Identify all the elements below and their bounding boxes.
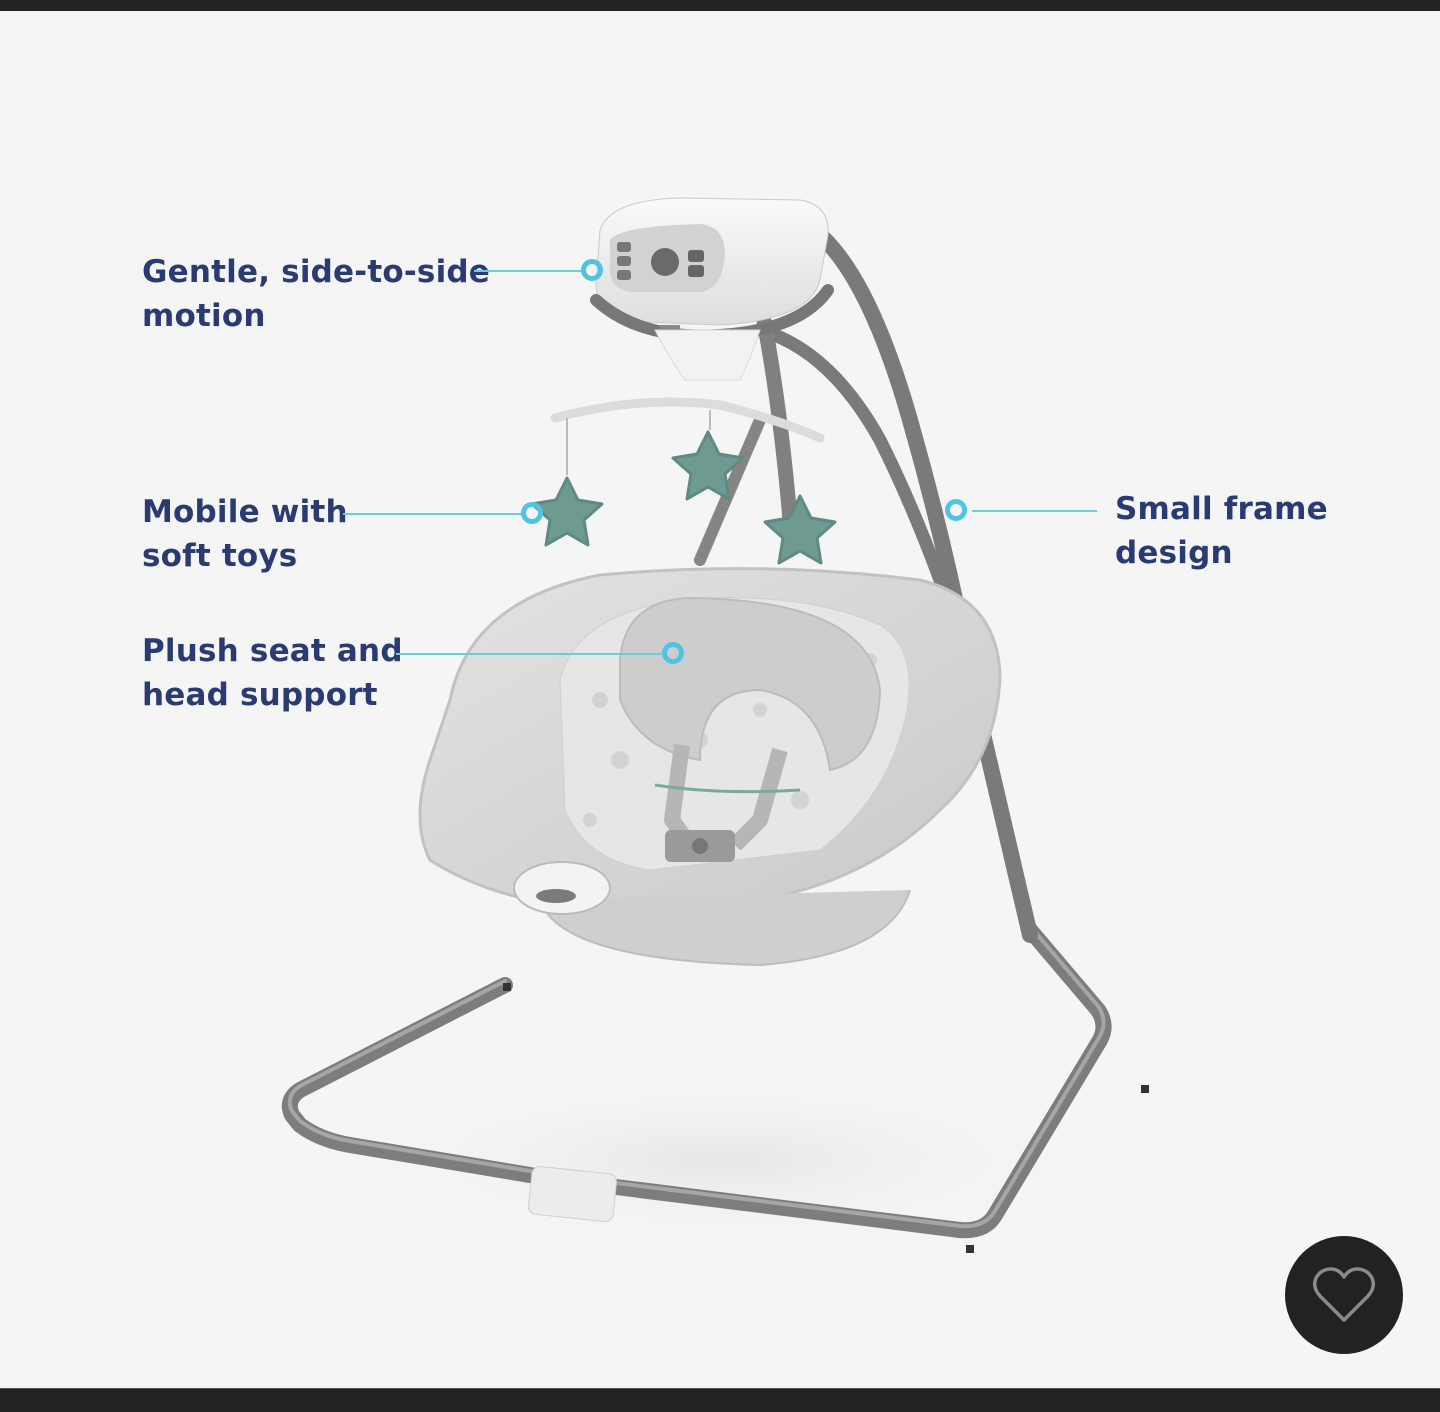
callout-seat-line1: Plush seat and bbox=[142, 633, 403, 669]
callout-motion-leader-line bbox=[474, 270, 584, 272]
callout-mobile-leader-line bbox=[343, 513, 523, 515]
callout-frame: Small frame design bbox=[1115, 487, 1328, 575]
callout-motion-hotspot[interactable] bbox=[581, 259, 603, 281]
callout-seat: Plush seat and head support bbox=[142, 629, 403, 717]
callout-seat-hotspot[interactable] bbox=[662, 642, 684, 664]
top-bar bbox=[0, 0, 1440, 11]
callout-mobile-hotspot[interactable] bbox=[521, 502, 543, 524]
favorite-button[interactable] bbox=[1285, 1236, 1403, 1354]
callout-motion: Gentle, side-to-side motion bbox=[142, 250, 490, 338]
callout-frame-leader-line bbox=[972, 510, 1097, 512]
callout-frame-hotspot[interactable] bbox=[945, 499, 967, 521]
callout-mobile-line2: soft toys bbox=[142, 538, 298, 574]
callout-seat-line2: head support bbox=[142, 677, 378, 713]
callout-mobile: Mobile with soft toys bbox=[142, 490, 348, 578]
callout-seat-leader-line bbox=[396, 653, 664, 655]
callout-mobile-line1: Mobile with bbox=[142, 494, 348, 530]
heart-outline-icon bbox=[1312, 1267, 1376, 1322]
callout-frame-line1: Small frame bbox=[1115, 491, 1328, 527]
callout-motion-line2: motion bbox=[142, 298, 266, 334]
bottom-bar bbox=[0, 1388, 1440, 1412]
callout-frame-line2: design bbox=[1115, 535, 1233, 571]
callout-motion-line1: Gentle, side-to-side bbox=[142, 254, 491, 290]
